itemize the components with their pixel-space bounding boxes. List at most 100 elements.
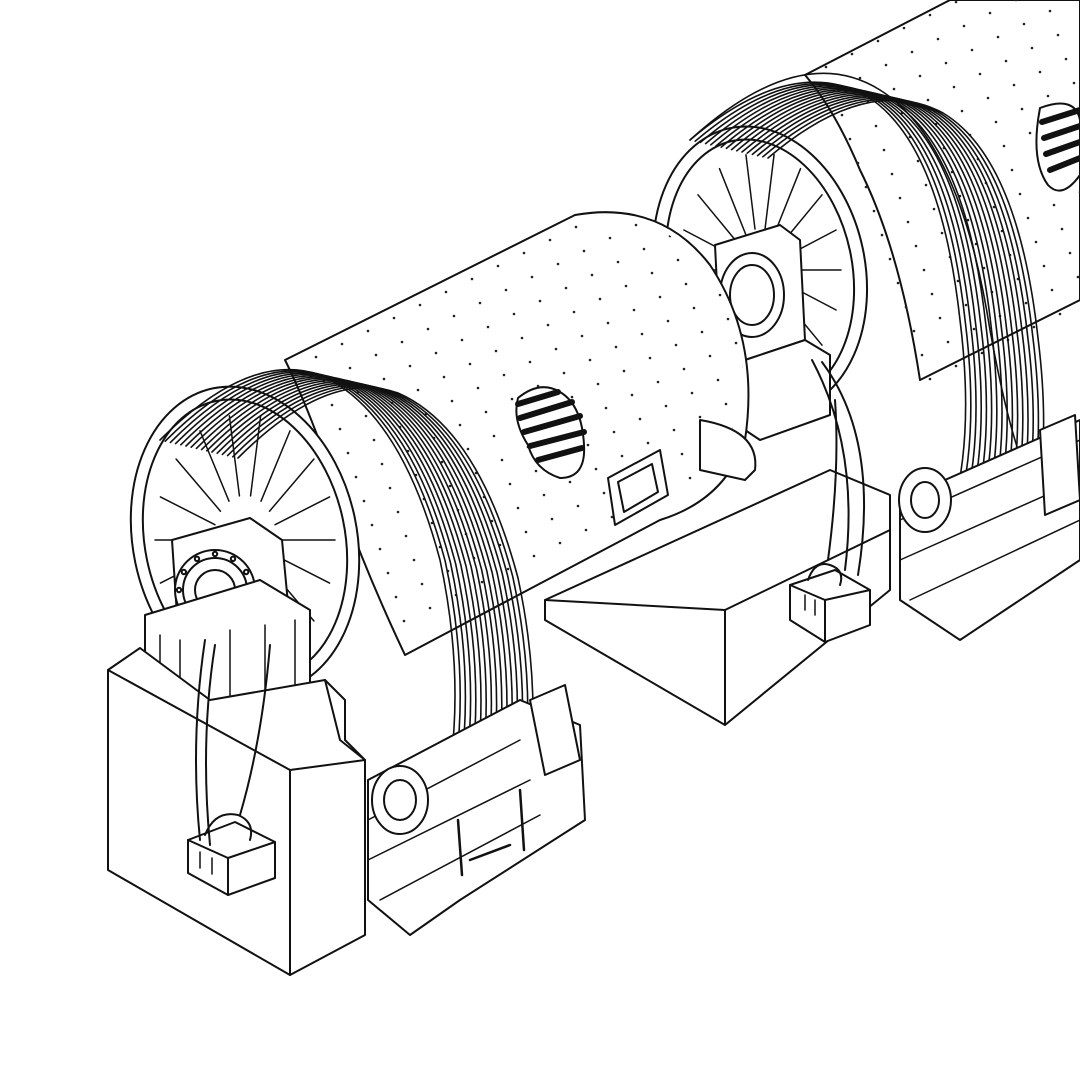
drum-bolt-dot [996, 35, 1000, 39]
drum-bolt-dot [718, 293, 722, 297]
drum-bolt-dot [584, 528, 588, 532]
drum-bolt-dot [393, 681, 396, 684]
drum-bolt-dot [878, 318, 882, 322]
drum-bolt-dot [516, 506, 520, 510]
drum-bolt-dot [622, 369, 626, 373]
drum-bolt-dot [1040, 349, 1044, 353]
drum-bolt-dot [688, 476, 692, 480]
drum-bolt-dot [428, 606, 432, 610]
drum-bolt-dot [799, 79, 802, 82]
drum-bolt-dot [382, 377, 386, 381]
drum-bolt-dot [640, 332, 644, 336]
drum-bolt-dot [700, 330, 704, 334]
drum-bolt-dot [864, 185, 868, 189]
drum-bolt-dot [634, 223, 638, 227]
drum-bolt-dot [912, 329, 916, 333]
drum-bolt-dot [1032, 325, 1036, 329]
drum-bolt-dot [598, 297, 602, 301]
drum-bolt-dot [646, 441, 650, 445]
drum-bolt-dot [604, 406, 608, 410]
rear-foundation [544, 469, 891, 726]
drum-bolt-dot [898, 196, 902, 200]
drum-bolt-dot [504, 288, 508, 292]
gear-spoke [175, 458, 222, 512]
v-belt [164, 369, 461, 822]
drum-bolt-dot [1026, 216, 1030, 220]
drum-bolt-dot [1058, 312, 1062, 316]
drum-bolt-dot [913, 421, 916, 424]
drum-bolt-dot [757, 499, 760, 502]
rear-pedestal [744, 339, 831, 441]
drum-bolt-dot [620, 454, 624, 458]
v-belt [741, 93, 1019, 533]
drum-bolt-dot [872, 209, 876, 213]
v-belt [715, 87, 993, 527]
v-belt [185, 374, 482, 827]
drum-bolt-dot [638, 417, 642, 421]
drum-bolt-dot [574, 225, 578, 229]
drum-bolt-dot [817, 133, 820, 136]
drum-bolt-dot [494, 349, 498, 353]
drum-bolt-dot [1002, 144, 1006, 148]
drum-bolt-dot [1012, 83, 1016, 87]
drum-bolt-dot [408, 364, 412, 368]
drum-bolt-dot [871, 386, 874, 389]
drum-bolt-dot [896, 281, 900, 285]
drum-bolt-dot [486, 325, 490, 329]
drum-bolt-dot [966, 218, 970, 222]
drum-bolt-dot [932, 207, 936, 211]
drum-bolt-dot [376, 632, 380, 636]
drum-bolt-dot [809, 473, 812, 476]
gear-spoke [199, 430, 230, 502]
drum-bolt-dot [426, 327, 430, 331]
drum-bolt-dot [568, 480, 572, 484]
drum-bolt-dot [338, 427, 342, 431]
front-inspection-door [607, 449, 669, 526]
v-belt [704, 85, 982, 525]
drum-bolt-dot [910, 50, 914, 54]
drum-bolt-dot [827, 436, 830, 439]
bearing-bolt [242, 568, 250, 576]
drum-bolt-dot [586, 443, 590, 447]
gear-spoke [718, 167, 747, 235]
drum-bolt-dot [534, 469, 538, 473]
drum-bolt-dot [873, 301, 876, 304]
bearing-bolt [229, 555, 237, 563]
drum-bolt-dot [783, 486, 786, 489]
drum-bolt-dot [570, 395, 574, 399]
drum-bolt-dot [822, 150, 826, 154]
drum-bolt-dot [624, 284, 628, 288]
drum-bolt-dot [1072, 81, 1076, 85]
drum-bolt-dot [775, 462, 778, 465]
drum-bolt-dot [590, 273, 594, 277]
drum-bolt-dot [419, 668, 422, 671]
drum-bolt-dot [650, 271, 654, 275]
front-mill [107, 133, 916, 976]
drum-bolt-dot [858, 76, 862, 80]
drum-bolt-dot [594, 467, 598, 471]
drum-bolt-dot [928, 377, 932, 381]
drum-bolt-dot [892, 87, 896, 91]
front-lube-hoses [195, 639, 271, 846]
drum-bolt-dot [500, 458, 504, 462]
drum-bolt-dot [522, 251, 526, 255]
drum-bolt-dot [1066, 336, 1070, 340]
drum-bolt-dot [386, 571, 390, 575]
drum-bolt-dot [512, 312, 516, 316]
drum-bolt-dot [1076, 275, 1080, 279]
drum-bolt-dot [945, 426, 948, 429]
drum-bolt-dot [468, 362, 472, 366]
drum-bolt-dot [420, 582, 424, 586]
drum-bolt-dot [890, 172, 894, 176]
drum-bolt-dot [492, 434, 496, 438]
v-belt [746, 94, 1024, 534]
rear-drive-base [898, 414, 1080, 641]
drum-bolt-dot [937, 402, 940, 405]
drum-bolt-dot [458, 423, 462, 427]
drum-bolt-dot [470, 277, 474, 281]
front-motor-block [529, 684, 581, 776]
drum-bolt-dot [502, 373, 506, 377]
drum-bolt-dot [994, 120, 998, 124]
rear-manhole [1035, 102, 1080, 192]
